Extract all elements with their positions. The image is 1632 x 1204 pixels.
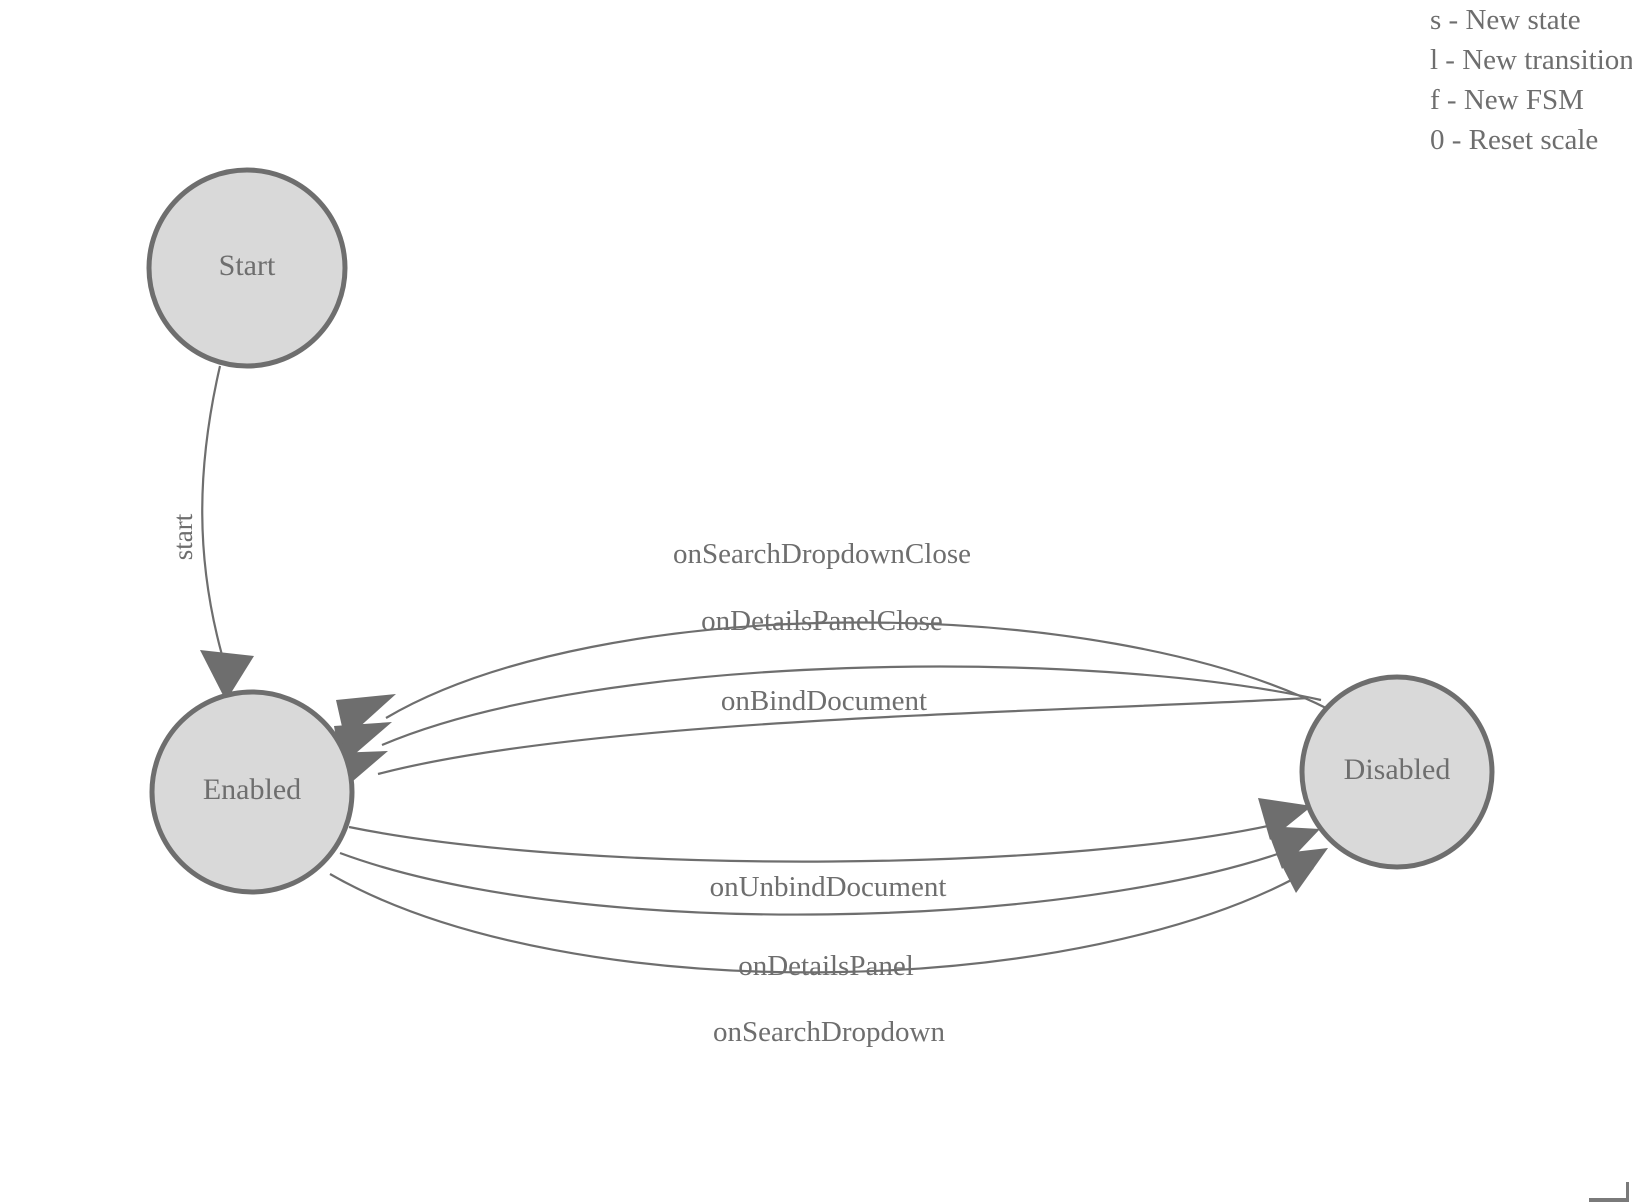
help-line-new-fsm: f - New FSM [1430, 84, 1584, 116]
transition-start-path[interactable] [201, 365, 224, 656]
state-node-disabled-label: Disabled [1344, 753, 1451, 786]
transition-on-details-panel-path[interactable] [339, 844, 1301, 916]
transition-on-bind-document[interactable]: onBindDocument [334, 685, 1309, 793]
state-node-enabled-circle[interactable] [149, 689, 355, 895]
transition-start-arrowhead [200, 650, 254, 701]
resize-handle[interactable] [1589, 1182, 1632, 1204]
help-line-reset-scale: 0 - Reset scale [1430, 124, 1599, 156]
state-node-enabled-label: Enabled [203, 773, 301, 806]
state-node-start[interactable]: Start [146, 167, 348, 369]
transition-on-search-dropdown-arrowhead [1276, 848, 1328, 893]
keyboard-help-overlay: s - New state l - New transition f - New… [1430, 0, 1632, 160]
state-node-start-circle[interactable] [146, 167, 348, 369]
transition-start-label: start [168, 513, 198, 560]
transition-on-details-panel-close-path[interactable] [381, 665, 1322, 747]
resize-handle-horizontal-mark [1589, 1198, 1629, 1202]
state-node-enabled[interactable]: Enabled [149, 689, 355, 895]
transition-on-search-dropdown-label: onSearchDropdown [713, 1016, 945, 1048]
transition-on-search-dropdown-close-path[interactable] [385, 621, 1331, 719]
transition-on-search-dropdown-path[interactable] [329, 867, 1314, 974]
transition-on-search-dropdown[interactable]: onSearchDropdown [329, 848, 1328, 1048]
transition-on-details-panel-close-label: onDetailsPanelClose [701, 605, 943, 637]
transition-on-search-dropdown-close-label: onSearchDropdownClose [673, 538, 971, 570]
transition-on-details-panel[interactable]: onDetailsPanel [339, 826, 1320, 982]
transition-on-unbind-document-path[interactable] [348, 819, 1291, 863]
help-line-new-transition: l - New transition [1430, 44, 1632, 76]
state-node-start-label: Start [219, 249, 276, 282]
transition-on-bind-document-label: onBindDocument [721, 685, 927, 717]
state-node-disabled-circle[interactable] [1299, 674, 1495, 870]
state-node-disabled[interactable]: Disabled [1299, 674, 1495, 870]
transition-on-details-panel-label: onDetailsPanel [738, 950, 914, 982]
help-line-new-state: s - New state [1430, 4, 1581, 36]
transition-on-unbind-document[interactable]: onUnbindDocument [348, 798, 1312, 903]
resize-handle-vertical-mark [1626, 1182, 1629, 1202]
transition-start[interactable]: start [168, 365, 254, 701]
transition-on-unbind-document-label: onUnbindDocument [710, 871, 947, 903]
transition-on-bind-document-path[interactable] [377, 696, 1309, 776]
